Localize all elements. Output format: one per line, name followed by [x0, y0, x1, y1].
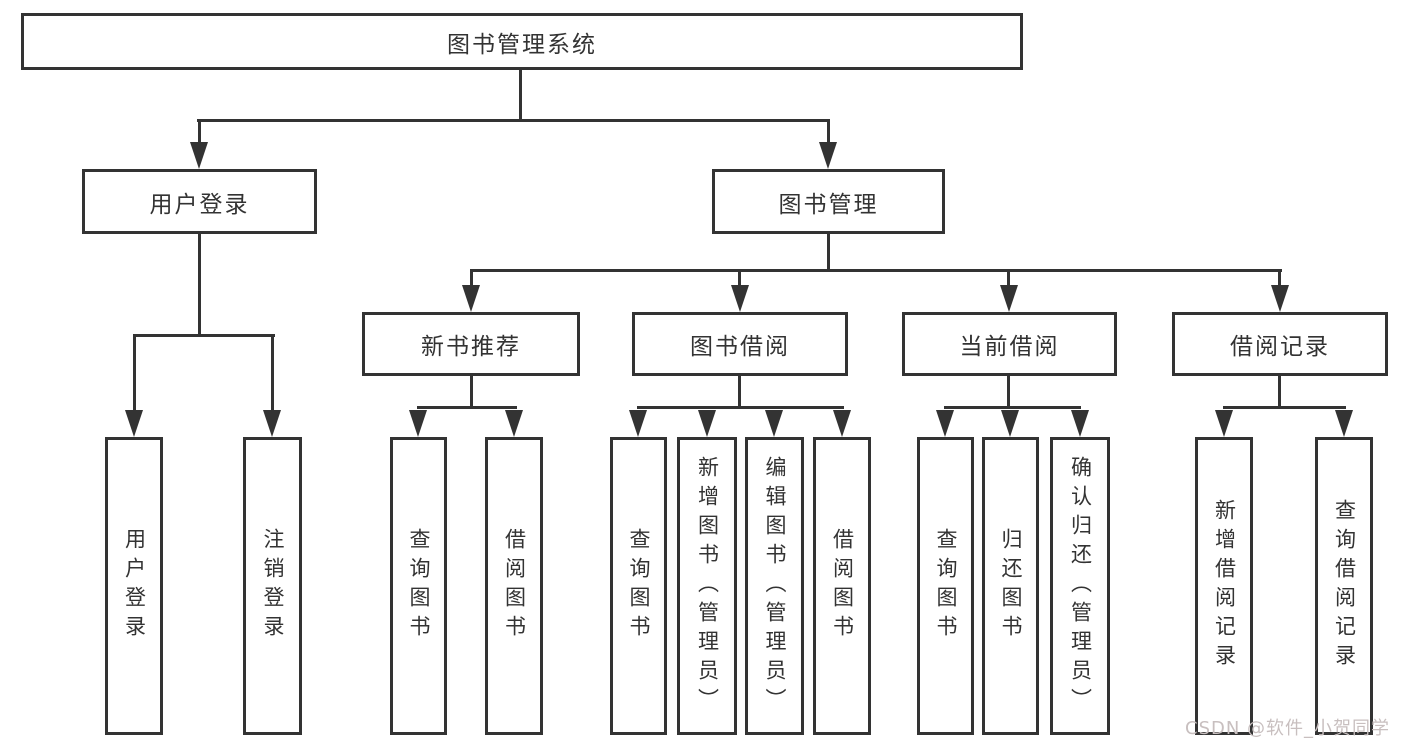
connector-book-mgmt-drop [827, 233, 830, 272]
arrow-down-icon [936, 410, 954, 437]
arrow-down-icon [462, 285, 480, 312]
leaf-add-book-admin: 新增图书（管理员） [677, 437, 737, 735]
leaf-current-query-book-label: 查询图书 [934, 528, 958, 644]
leaf-user-login-label: 用户登录 [122, 528, 147, 644]
connector-stem-book-mgmt [827, 119, 830, 147]
connector-new-book-rec-drop [470, 376, 473, 409]
arrow-down-icon [833, 410, 851, 437]
arrow-down-icon [731, 285, 749, 312]
arrow-down-icon [505, 410, 523, 437]
node-book-mgmt-label: 图书管理 [778, 191, 879, 218]
connector-stem-leaf-logout [271, 334, 274, 412]
node-current-borrow: 当前借阅 [902, 312, 1117, 376]
node-user-login-label: 用户登录 [149, 191, 250, 218]
node-borrow-record-label: 借阅记录 [1230, 334, 1330, 360]
leaf-add-borrow-record-label: 新增借阅记录 [1212, 499, 1237, 673]
connector-new-book-rec-bar [417, 406, 517, 409]
leaf-return-book-label: 归还图书 [999, 528, 1023, 644]
connector-borrow-record-bar [1223, 406, 1346, 409]
leaf-confirm-return-admin-label: 确认归还（管理员） [1068, 455, 1093, 717]
node-user-login: 用户登录 [82, 169, 317, 234]
leaf-newrec-query-book: 查询图书 [390, 437, 447, 735]
node-new-book-rec-label: 新书推荐 [421, 334, 521, 360]
leaf-current-query-book: 查询图书 [917, 437, 974, 735]
arrow-down-icon [629, 410, 647, 437]
arrow-down-icon [1071, 410, 1089, 437]
leaf-query-borrow-record: 查询借阅记录 [1315, 437, 1373, 735]
connector-level3-bar [470, 269, 1282, 272]
connector-stem-current-borrow [1007, 269, 1010, 291]
connector-book-borrow-drop [738, 376, 741, 409]
arrow-down-icon [263, 410, 281, 437]
node-book-borrow-label: 图书借阅 [690, 334, 790, 360]
arrow-down-icon [1215, 410, 1233, 437]
leaf-add-borrow-record: 新增借阅记录 [1195, 437, 1253, 735]
arrow-down-icon [1335, 410, 1353, 437]
connector-stem-new-book-rec [470, 269, 473, 291]
arrow-down-icon [765, 410, 783, 437]
arrow-down-icon [698, 410, 716, 437]
connector-stem-user-login [198, 119, 201, 147]
node-root: 图书管理系统 [21, 13, 1023, 70]
leaf-edit-book-admin-label: 编辑图书（管理员） [763, 455, 787, 717]
connector-stem-borrow-record [1278, 269, 1281, 291]
leaf-newrec-borrow-book-label: 借阅图书 [502, 528, 527, 644]
connector-current-borrow-bar [944, 406, 1081, 409]
connector-stem-book-borrow [738, 269, 741, 291]
leaf-newrec-borrow-book: 借阅图书 [485, 437, 543, 735]
connector-root-drop [519, 69, 522, 122]
leaf-query-borrow-record-label: 查询借阅记录 [1332, 499, 1357, 673]
node-borrow-record: 借阅记录 [1172, 312, 1388, 376]
leaf-borrow-book: 借阅图书 [813, 437, 871, 735]
arrow-down-icon [1271, 285, 1289, 312]
leaf-user-login: 用户登录 [105, 437, 163, 735]
leaf-newrec-query-book-label: 查询图书 [407, 528, 431, 644]
arrow-down-icon [1000, 285, 1018, 312]
leaf-logout: 注销登录 [243, 437, 302, 735]
leaf-confirm-return-admin: 确认归还（管理员） [1050, 437, 1110, 735]
node-new-book-rec: 新书推荐 [362, 312, 580, 376]
leaf-return-book: 归还图书 [982, 437, 1039, 735]
node-root-label: 图书管理系统 [447, 31, 597, 58]
leaf-logout-label: 注销登录 [261, 528, 285, 644]
arrow-down-icon [190, 142, 208, 169]
connector-current-borrow-drop [1007, 376, 1010, 409]
arrow-down-icon [409, 410, 427, 437]
leaf-edit-book-admin: 编辑图书（管理员） [745, 437, 804, 735]
arrow-down-icon [125, 410, 143, 437]
connector-user-login-drop [198, 233, 201, 337]
connector-book-borrow-bar [637, 406, 844, 409]
node-current-borrow-label: 当前借阅 [959, 334, 1060, 360]
arrow-down-icon [819, 142, 837, 169]
leaf-borrow-query-book-label: 查询图书 [627, 528, 651, 644]
arrow-down-icon [1001, 410, 1019, 437]
node-book-mgmt: 图书管理 [712, 169, 945, 234]
leaf-borrow-book-label: 借阅图书 [830, 528, 855, 644]
csdn-watermark: CSDN @软件_小贺同学 [1185, 718, 1391, 739]
leaf-add-book-admin-label: 新增图书（管理员） [695, 455, 720, 717]
connector-user-login-bar [133, 334, 275, 337]
leaf-borrow-query-book: 查询图书 [610, 437, 667, 735]
connector-borrow-record-drop [1278, 376, 1281, 409]
connector-stem-leaf-user-login [133, 334, 136, 412]
connector-level2-bar [197, 119, 830, 122]
node-book-borrow: 图书借阅 [632, 312, 848, 376]
